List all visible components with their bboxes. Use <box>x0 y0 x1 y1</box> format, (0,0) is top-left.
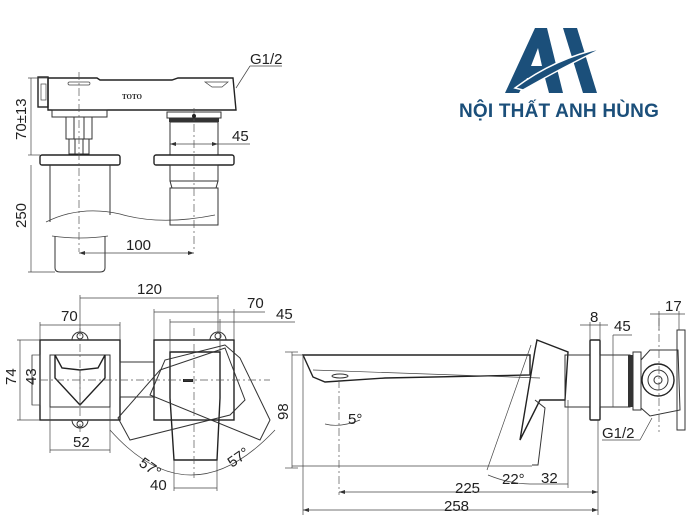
handle-width-label: 40 <box>150 477 167 494</box>
side-view: 5° 22° 32 225 258 8 45 17 <box>292 298 686 515</box>
valve-depth-label: 17 <box>665 298 682 315</box>
inner-height-label: 43 <box>23 368 40 385</box>
handle-angle-label: 22° <box>502 471 525 488</box>
left-plate-width-label: 70 <box>61 308 78 325</box>
spout-angle-label: 5° <box>348 411 362 428</box>
body-diameter-label: 45 <box>614 318 631 335</box>
flange-thickness-label: 8 <box>590 309 598 326</box>
top-thread-label: G1/2 <box>250 51 283 68</box>
top-height-label: 70±13 <box>13 98 30 140</box>
right-plate-width-label: 70 <box>247 295 264 312</box>
brand-logo-icon <box>505 28 604 93</box>
body-depth-label: 250 <box>13 203 30 228</box>
spout-reach-label: 225 <box>455 480 480 497</box>
plate-height-label: 74 <box>3 368 20 385</box>
side-thread-label: G1/2 <box>602 425 635 442</box>
right-inner-label: 45 <box>276 306 293 323</box>
bottom-inner-width-label: 52 <box>73 434 90 451</box>
valve-diameter-label: 45 <box>232 128 249 145</box>
top-view: TOTO 70±13 <box>13 51 283 273</box>
center-distance-label: 100 <box>126 237 151 254</box>
overall-width-label: 120 <box>137 281 162 298</box>
product-mark: TOTO <box>122 93 143 101</box>
rotation-right-label: 57° <box>225 444 253 471</box>
handle-reach-label: 98 <box>275 403 292 420</box>
handle-offset-label: 32 <box>541 470 558 487</box>
brand-name: NỘI THẤT ANH HÙNG <box>459 101 660 122</box>
front-view: 57° 57° 120 70 70 45 74 43 <box>3 281 298 494</box>
overall-length-label: 258 <box>444 498 469 515</box>
